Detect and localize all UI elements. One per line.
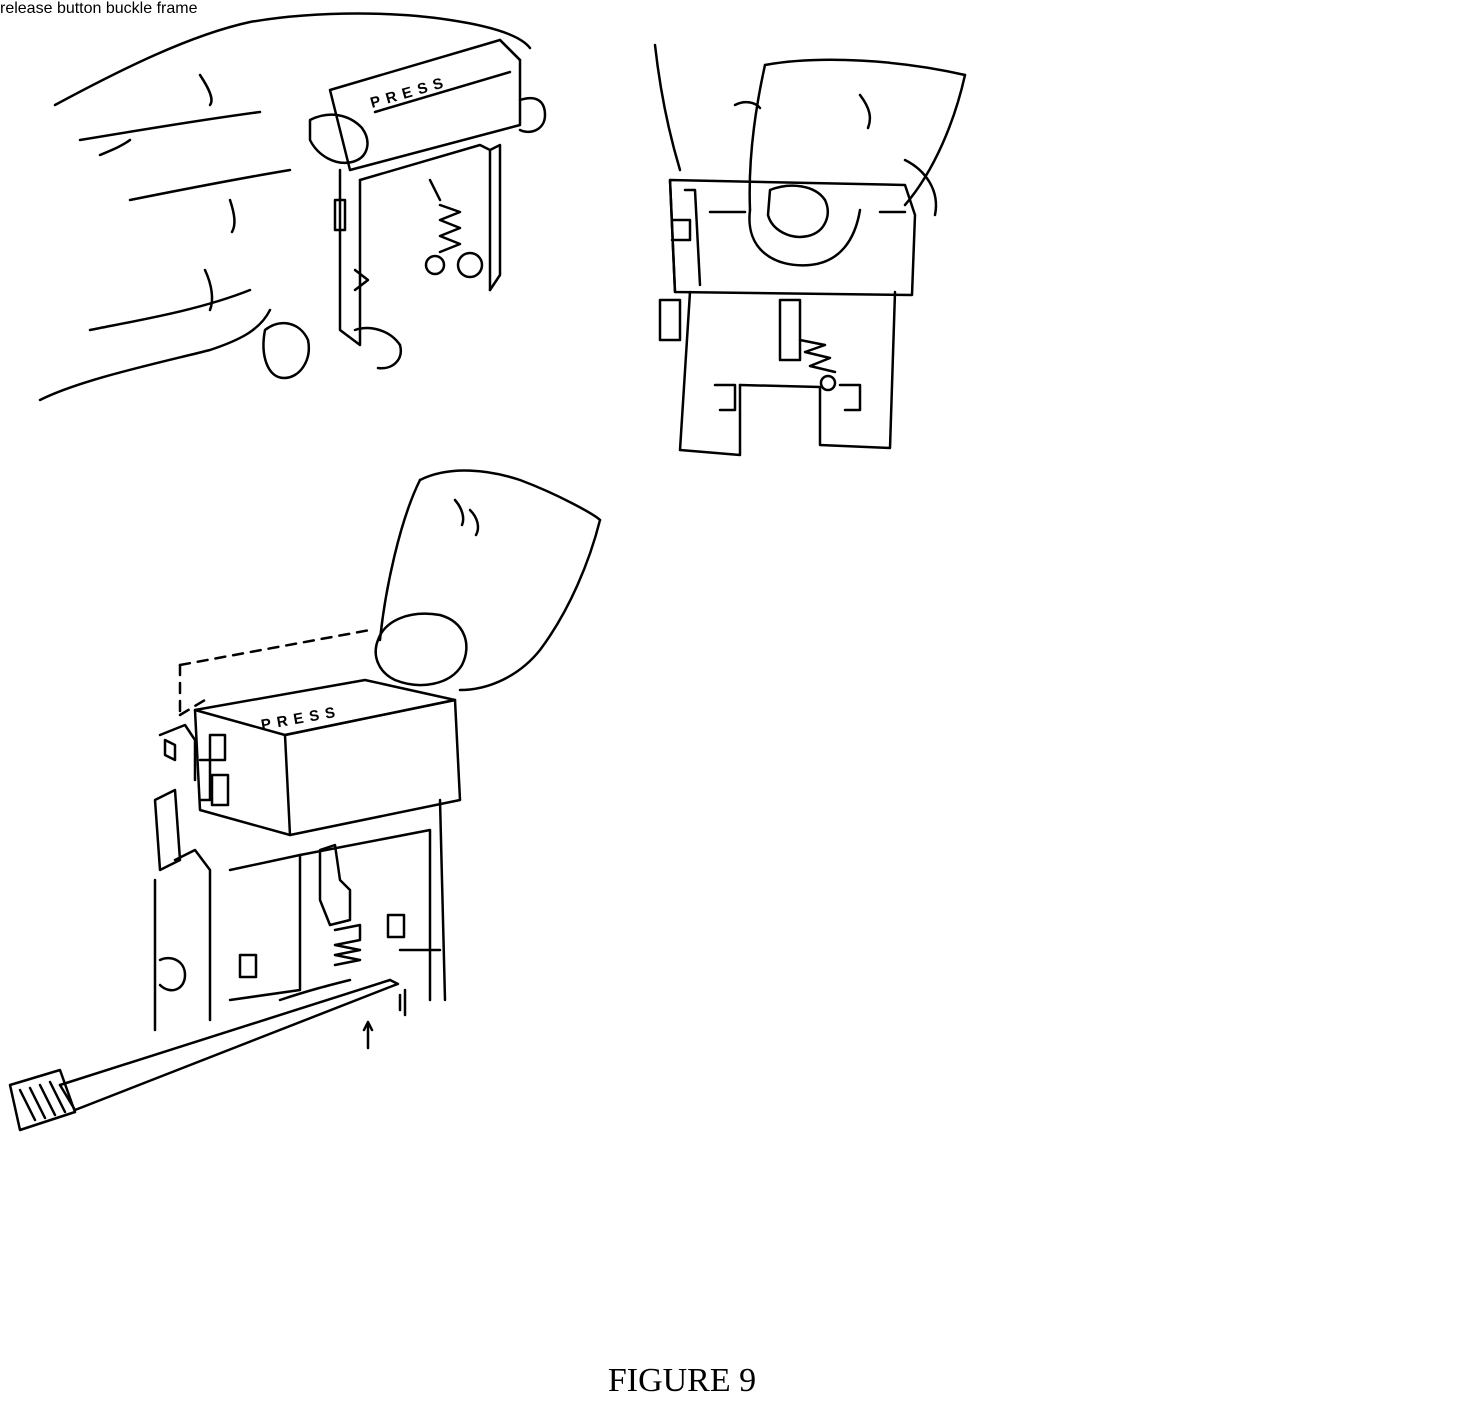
release-button-removal-drawing: [655, 45, 965, 455]
buckle-label-line2: frame: [156, 0, 198, 17]
press-text-top: PRESS: [368, 73, 450, 112]
screwdriver-release-drawing: PRESS: [10, 471, 600, 1130]
press-text-bottom: PRESS: [260, 703, 343, 734]
release-label-line2: button: [56, 0, 102, 17]
figure-caption: FIGURE 9: [607, 1362, 757, 1399]
release-label-line1: release: [0, 0, 53, 17]
buckle-label-line1: buckle: [105, 0, 153, 17]
hand-pressing-buckle-drawing: PRESS: [40, 14, 545, 401]
